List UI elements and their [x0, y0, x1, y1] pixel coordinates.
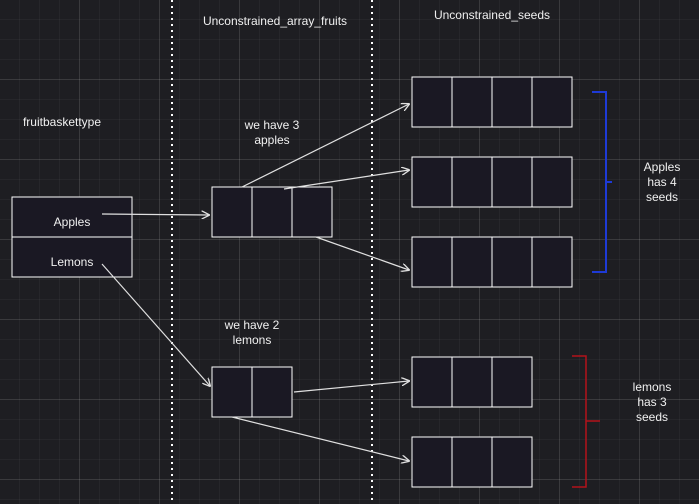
lemons-seeds-line-1: lemons — [632, 380, 672, 394]
lemons-count-note: we have 2 lemons — [202, 318, 302, 348]
arrow-lemon2-to-seeds[interactable] — [231, 416, 409, 461]
record-box-lemons[interactable] — [11, 236, 133, 278]
lemons-seeds-line-2: has 3 — [637, 395, 667, 409]
lemons-seeds-line-3: seeds — [635, 410, 669, 424]
lemon-seeds-array-2[interactable] — [411, 436, 533, 488]
fruits-column-header: Unconstrained_array_fruits — [202, 14, 348, 28]
lemons-seeds-note: lemons has 3 seeds — [612, 380, 692, 425]
apples-seeds-note: Apples has 4 seeds — [622, 160, 699, 205]
lemons-count-line-1: we have 2 — [224, 318, 280, 332]
lemon-seeds-array-1[interactable] — [411, 356, 533, 408]
arrow-apple1-to-seeds[interactable] — [241, 104, 409, 188]
apple-seeds-array-1[interactable] — [411, 76, 573, 128]
apples-seeds-line-2: has 4 — [647, 175, 677, 189]
arrow-apple3-to-seeds[interactable] — [315, 236, 409, 270]
arrow-lemon1-to-seeds[interactable] — [293, 381, 409, 393]
record-box-apples[interactable] — [11, 196, 133, 238]
record-type-name: fruitbaskettype — [22, 115, 102, 129]
apples-count-line-1: we have 3 — [244, 118, 300, 132]
arrow-apples-to-array[interactable] — [101, 214, 209, 215]
lemons-count-line-2: lemons — [232, 333, 272, 347]
lemons-array[interactable] — [211, 366, 293, 418]
apples-seeds-line-1: Apples — [643, 160, 681, 174]
apples-seeds-line-3: seeds — [645, 190, 679, 204]
apples-array[interactable] — [211, 186, 333, 238]
arrow-lemons-to-array[interactable] — [101, 263, 210, 386]
seeds-column-header: Unconstrained_seeds — [433, 8, 551, 22]
apple-seeds-array-2[interactable] — [411, 156, 573, 208]
field-apples-label: Apples — [53, 215, 91, 229]
apples-count-line-2: apples — [254, 133, 290, 147]
apple-seeds-array-3[interactable] — [411, 236, 573, 288]
apples-count-note: we have 3 apples — [222, 118, 322, 148]
arrow-apple2-to-seeds[interactable] — [283, 170, 409, 190]
lemons-seeds-bracket — [572, 355, 600, 488]
field-lemons-label: Lemons — [50, 255, 94, 269]
apples-seeds-bracket — [592, 91, 612, 273]
